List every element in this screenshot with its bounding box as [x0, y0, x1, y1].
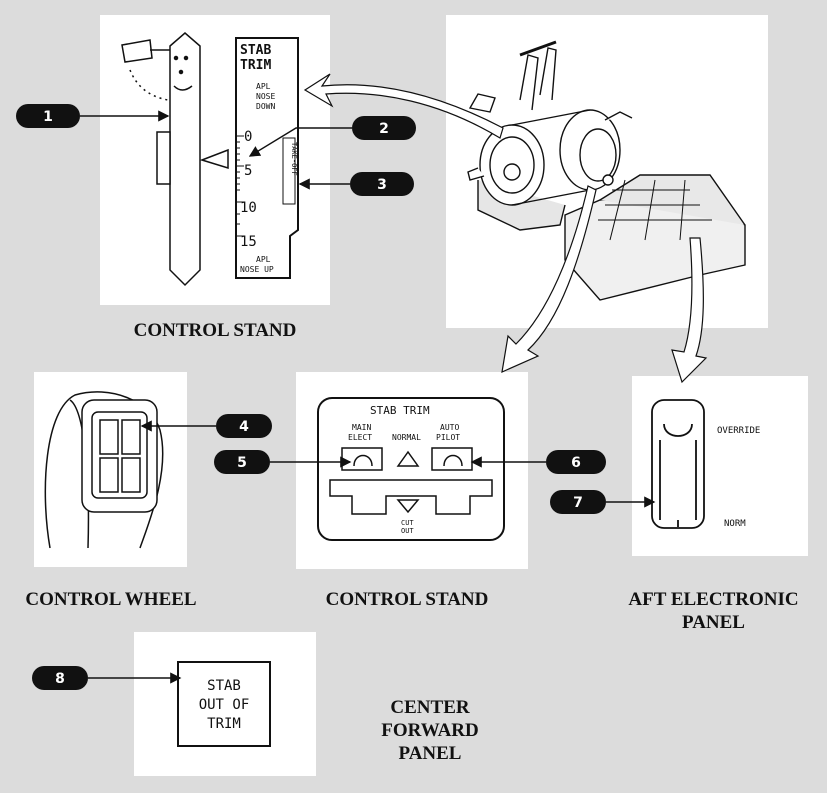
cut-out-label-2: OUT — [401, 527, 414, 535]
caption-aft-electronic-1: AFT ELECTRONIC — [628, 589, 799, 610]
auto-pilot-label-2: PILOT — [436, 433, 460, 442]
norm-label: NORM — [724, 519, 746, 529]
stab-trim-panel-title: STAB TRIM — [370, 404, 430, 417]
stab-trim-switch-panel: STAB TRIM MAIN ELECT NORMAL AUTO PILOT C… — [317, 397, 505, 541]
cutout-down-arrow — [396, 499, 420, 514]
callout-2: 2 — [352, 116, 416, 140]
tick-label-0: 0 — [244, 129, 252, 145]
callout-1: 1 — [16, 104, 80, 128]
caption-control-stand-top: CONTROL STAND — [133, 320, 297, 341]
aft-override-switch — [651, 399, 705, 529]
tick-label-5: 5 — [244, 163, 252, 179]
svg-text:8: 8 — [55, 671, 65, 687]
takeoff-band-label: TAKE-OFF — [290, 142, 298, 176]
override-label: OVERRIDE — [717, 426, 760, 436]
main-elect-label-1: MAIN — [352, 423, 371, 432]
callout-6: 6 — [546, 450, 606, 474]
main-elect-label-2: ELECT — [348, 433, 372, 442]
svg-text:4: 4 — [239, 419, 249, 435]
stab-out-of-trim-light: STAB OUT OF TRIM — [177, 661, 271, 747]
svg-text:5: 5 — [237, 455, 247, 471]
warning-line-3: TRIM — [207, 716, 241, 732]
auto-pilot-label-1: AUTO — [440, 423, 459, 432]
apl-nose-up-1: APL — [256, 255, 271, 264]
caption-center-forward-2: FORWARD — [381, 720, 479, 741]
pointer-arrows — [303, 73, 708, 384]
callout-4: 4 — [216, 414, 272, 438]
stab-trim-indicator-scale: STAB TRIM APL NOSE DOWN 0 5 10 15 APL NO… — [235, 37, 299, 279]
callout-leaders — [80, 110, 656, 684]
svg-text:7: 7 — [573, 495, 583, 511]
caption-center-forward-1: CENTER — [390, 697, 470, 718]
callout-7: 7 — [550, 490, 606, 514]
override-guard[interactable] — [651, 399, 705, 529]
svg-text:3: 3 — [377, 177, 387, 193]
normal-up-arrow — [396, 450, 420, 467]
caption-control-wheel: CONTROL WHEEL — [25, 589, 197, 610]
apl-nose-up-2: NOSE UP — [240, 265, 274, 274]
trim-wheel-lever — [121, 32, 229, 287]
indicator-title-1: STAB — [240, 43, 271, 58]
caption-center-forward-3: PANEL — [398, 743, 462, 764]
callout-5: 5 — [214, 450, 270, 474]
svg-text:1: 1 — [43, 109, 53, 125]
normal-label: NORMAL — [392, 433, 421, 442]
cut-out-label-1: CUT — [401, 519, 414, 527]
svg-text:2: 2 — [379, 121, 389, 137]
tick-label-10: 10 — [240, 200, 257, 216]
apl-nose-down-1: APL — [256, 82, 271, 91]
callout-8: 8 — [32, 666, 88, 690]
indicator-title-2: TRIM — [240, 58, 271, 73]
apl-nose-down-3: DOWN — [256, 102, 275, 111]
callout-3: 3 — [350, 172, 414, 196]
caption-aft-electronic-2: PANEL — [682, 612, 745, 633]
apl-nose-down-2: NOSE — [256, 92, 275, 101]
warning-line-2: OUT OF — [199, 697, 250, 713]
svg-text:6: 6 — [571, 455, 581, 471]
control-stand-3d — [467, 40, 746, 301]
tick-label-15: 15 — [240, 234, 257, 250]
control-wheel-grip — [44, 391, 164, 549]
caption-control-stand-bottom: CONTROL STAND — [325, 589, 489, 610]
warning-line-1: STAB — [207, 678, 241, 694]
